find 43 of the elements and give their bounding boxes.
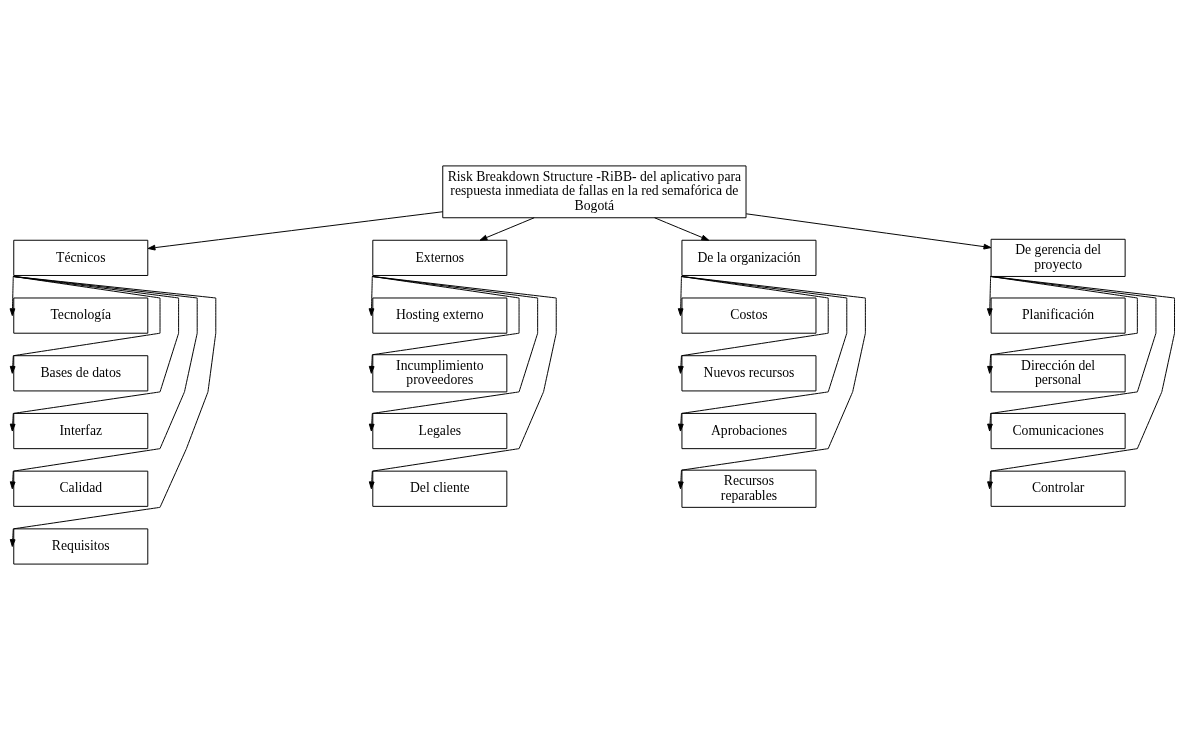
arrow: [368, 275, 557, 490]
arrow: [678, 275, 829, 374]
node-box: Costos: [681, 297, 817, 334]
arrow: [147, 211, 444, 251]
node-box: Recursos reparables: [681, 469, 817, 508]
arrow: [678, 275, 848, 432]
node-box: Técnicos: [13, 239, 149, 276]
node-box: De la organización: [681, 239, 817, 276]
node-box: Aprobaciones: [681, 412, 817, 450]
node-box: Bases de datos: [13, 355, 149, 392]
node-box: Interfaz: [13, 412, 149, 450]
arrow: [987, 275, 1175, 490]
arrow: [479, 217, 535, 241]
arrow: [9, 275, 198, 490]
node-box: Hosting externo: [372, 297, 508, 334]
node-box: Incumplimiento proveedores: [372, 354, 508, 393]
node-box: Risk Breakdown Structure -RiBB- del aplicativo para respuesta inmediata de fallas en la red semafórica de Bogotá: [442, 165, 747, 219]
arrow: [9, 275, 16, 317]
arrow: [677, 275, 684, 317]
node-box: Comunicaciones: [990, 412, 1126, 450]
arrow: [368, 275, 375, 317]
arrow: [9, 275, 161, 374]
node-box: De gerencia del proyecto: [990, 238, 1126, 277]
node-box: Dirección del personal: [990, 354, 1126, 393]
arrow: [9, 275, 217, 547]
node-box: Requisitos: [13, 528, 149, 565]
node-box: Del cliente: [372, 470, 508, 507]
node-box: Calidad: [13, 470, 149, 507]
arrow: [986, 275, 993, 317]
arrow: [368, 275, 539, 432]
arrow: [9, 275, 180, 432]
arrow: [745, 213, 992, 250]
node-box: Controlar: [990, 470, 1126, 507]
arrow: [654, 217, 710, 241]
node-box: Externos: [372, 239, 508, 276]
node-box: Nuevos recursos: [681, 355, 817, 392]
arrow: [368, 275, 520, 374]
node-box: Legales: [372, 412, 508, 450]
arrow: [987, 275, 1157, 432]
node-box: Tecnología: [13, 297, 149, 334]
node-box: Planificación: [990, 297, 1126, 334]
arrow: [987, 275, 1138, 374]
arrow: [677, 275, 866, 490]
